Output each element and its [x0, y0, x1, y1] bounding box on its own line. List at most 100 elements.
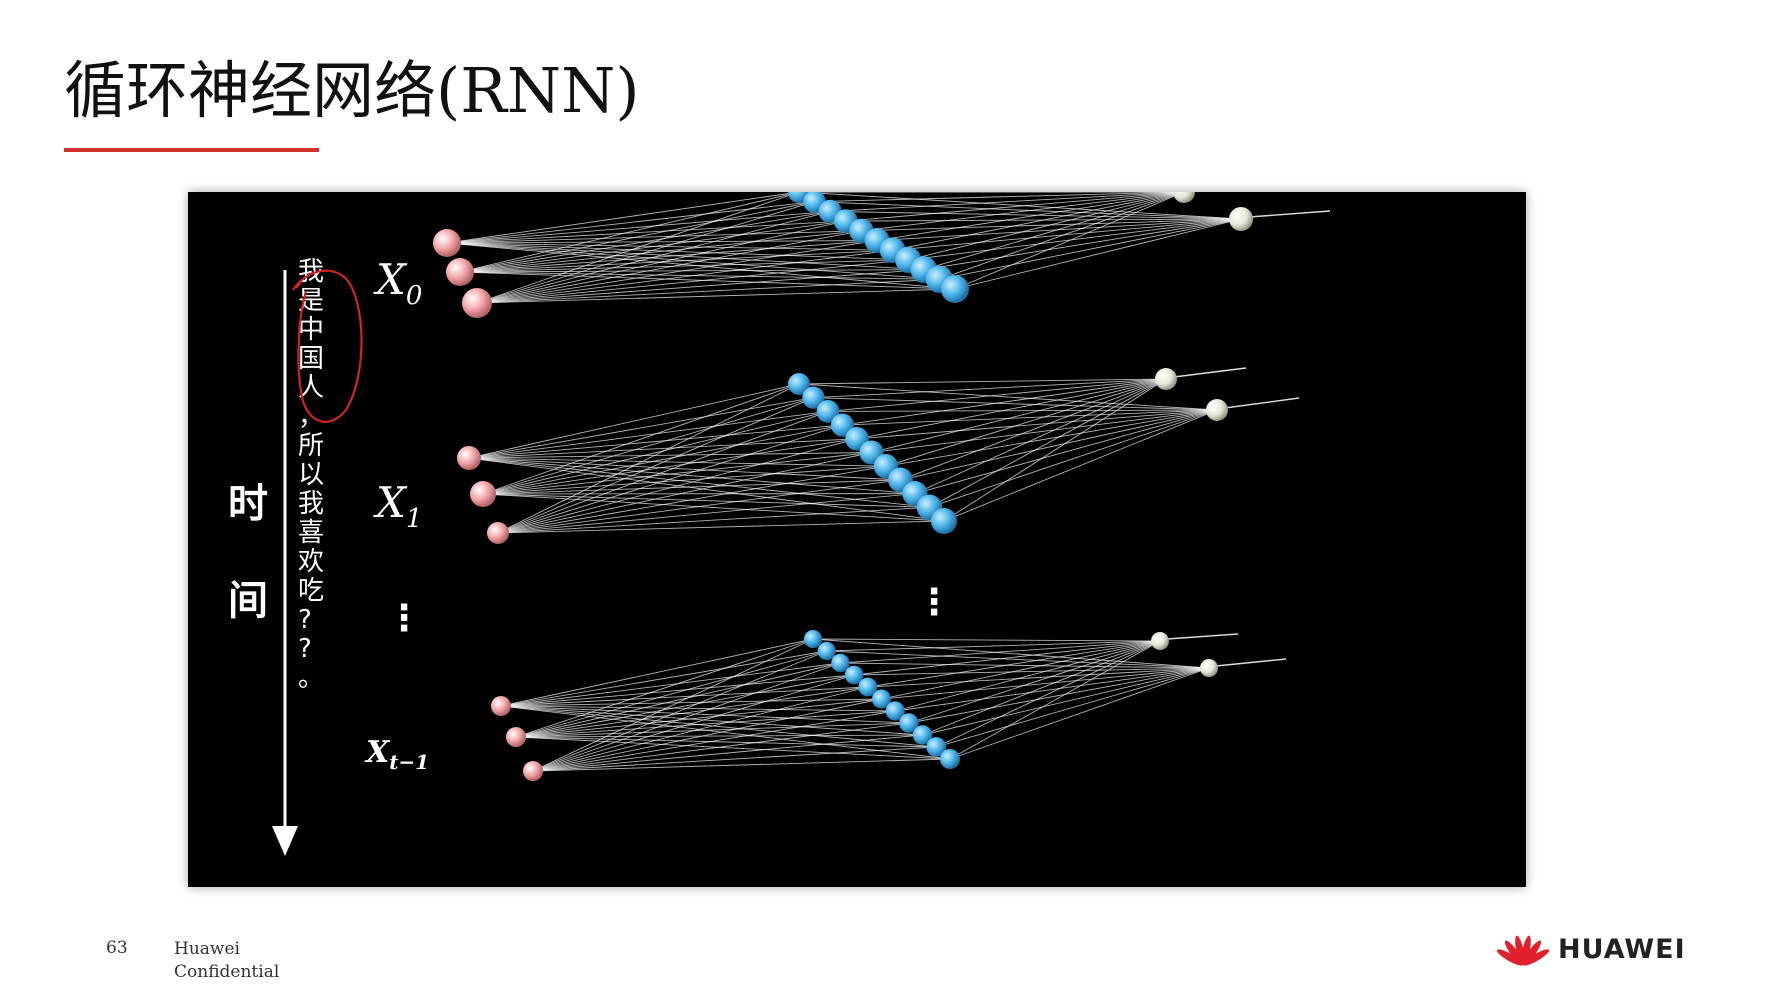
network-layer — [491, 630, 1287, 781]
edge — [842, 378, 1167, 426]
edge — [446, 242, 909, 261]
sentence-char: 所 — [298, 431, 324, 461]
edge — [482, 410, 829, 495]
edge — [854, 640, 1161, 676]
edge — [468, 410, 829, 459]
hidden-node — [899, 713, 919, 733]
hidden-node — [816, 400, 840, 423]
network-layer — [433, 192, 1331, 318]
edge — [949, 640, 1161, 760]
edge — [895, 640, 1161, 712]
edge — [515, 638, 814, 738]
hidden-node — [931, 508, 957, 534]
edge — [446, 242, 940, 280]
edge — [497, 410, 829, 534]
sentence-char: ? — [298, 634, 312, 664]
edge — [900, 409, 1218, 481]
edge — [954, 192, 1185, 290]
output-node — [1206, 399, 1228, 421]
edge — [459, 210, 831, 273]
hidden-node — [788, 373, 810, 395]
edge — [827, 378, 1167, 412]
confidential-line-2: Confidential — [174, 962, 280, 982]
edge — [446, 242, 893, 251]
hidden-node — [940, 749, 960, 769]
layer-label-x0: X0 — [373, 255, 422, 311]
edge — [892, 218, 1242, 251]
hidden-node — [926, 737, 947, 757]
output-line — [1173, 367, 1247, 378]
input-node — [487, 522, 509, 544]
edge — [856, 378, 1167, 440]
edge — [532, 638, 814, 772]
edge — [854, 667, 1210, 676]
edge — [908, 667, 1210, 724]
input-node — [462, 288, 492, 318]
ellipsis-center: ⋮ — [916, 582, 952, 623]
edge — [459, 220, 846, 273]
output-node — [1229, 207, 1253, 231]
edge — [515, 650, 827, 738]
edge — [459, 269, 924, 273]
edge — [798, 383, 1218, 411]
confidential-label: Huawei Confidential — [174, 938, 279, 984]
sentence-char: 吃 — [298, 576, 324, 606]
edge — [476, 230, 862, 304]
edge — [476, 192, 800, 304]
edge — [468, 424, 843, 459]
edge — [482, 424, 843, 495]
sentence-char: 。 — [298, 663, 324, 693]
sentence-char: 国 — [298, 344, 324, 374]
edge — [842, 409, 1218, 426]
edge — [476, 269, 924, 304]
edge — [936, 640, 1161, 748]
input-node — [446, 258, 474, 286]
edge — [482, 397, 814, 495]
edge — [532, 698, 882, 772]
edge — [468, 457, 887, 467]
edge — [476, 240, 878, 304]
edge — [497, 479, 901, 534]
edge — [949, 667, 1210, 760]
page-title: 循环神经网络(RNN) — [64, 54, 640, 127]
edge — [532, 650, 827, 772]
edge — [908, 192, 1185, 261]
edge — [943, 378, 1167, 522]
edge — [827, 409, 1218, 412]
edge — [468, 397, 814, 459]
edge — [482, 452, 872, 495]
input-node — [457, 446, 481, 470]
output-line — [1166, 633, 1239, 640]
edge — [515, 686, 868, 738]
edge — [943, 409, 1218, 522]
edge — [881, 667, 1210, 700]
edge — [914, 378, 1167, 495]
edge — [826, 650, 1210, 669]
edge — [826, 640, 1161, 652]
edge — [876, 218, 1242, 241]
ellipsis-left: ⋮ — [386, 598, 422, 639]
edge — [497, 493, 916, 534]
edge — [476, 210, 831, 304]
edge — [468, 438, 858, 459]
huawei-logo-icon — [1496, 935, 1550, 966]
edge — [459, 271, 940, 280]
layer-label-x1: X1 — [373, 478, 422, 534]
network-layer — [457, 367, 1300, 544]
edges — [468, 378, 1218, 534]
hidden-node — [872, 689, 891, 709]
edge — [515, 736, 937, 748]
output-line — [1248, 210, 1331, 218]
title-underline — [64, 148, 319, 152]
edge — [876, 192, 1185, 241]
edge — [459, 240, 878, 273]
edge — [482, 493, 930, 508]
edge — [497, 465, 887, 534]
networks-group — [433, 192, 1331, 781]
edge — [871, 409, 1218, 453]
hidden-node — [817, 641, 836, 661]
edge — [459, 271, 956, 290]
edge — [532, 722, 909, 772]
